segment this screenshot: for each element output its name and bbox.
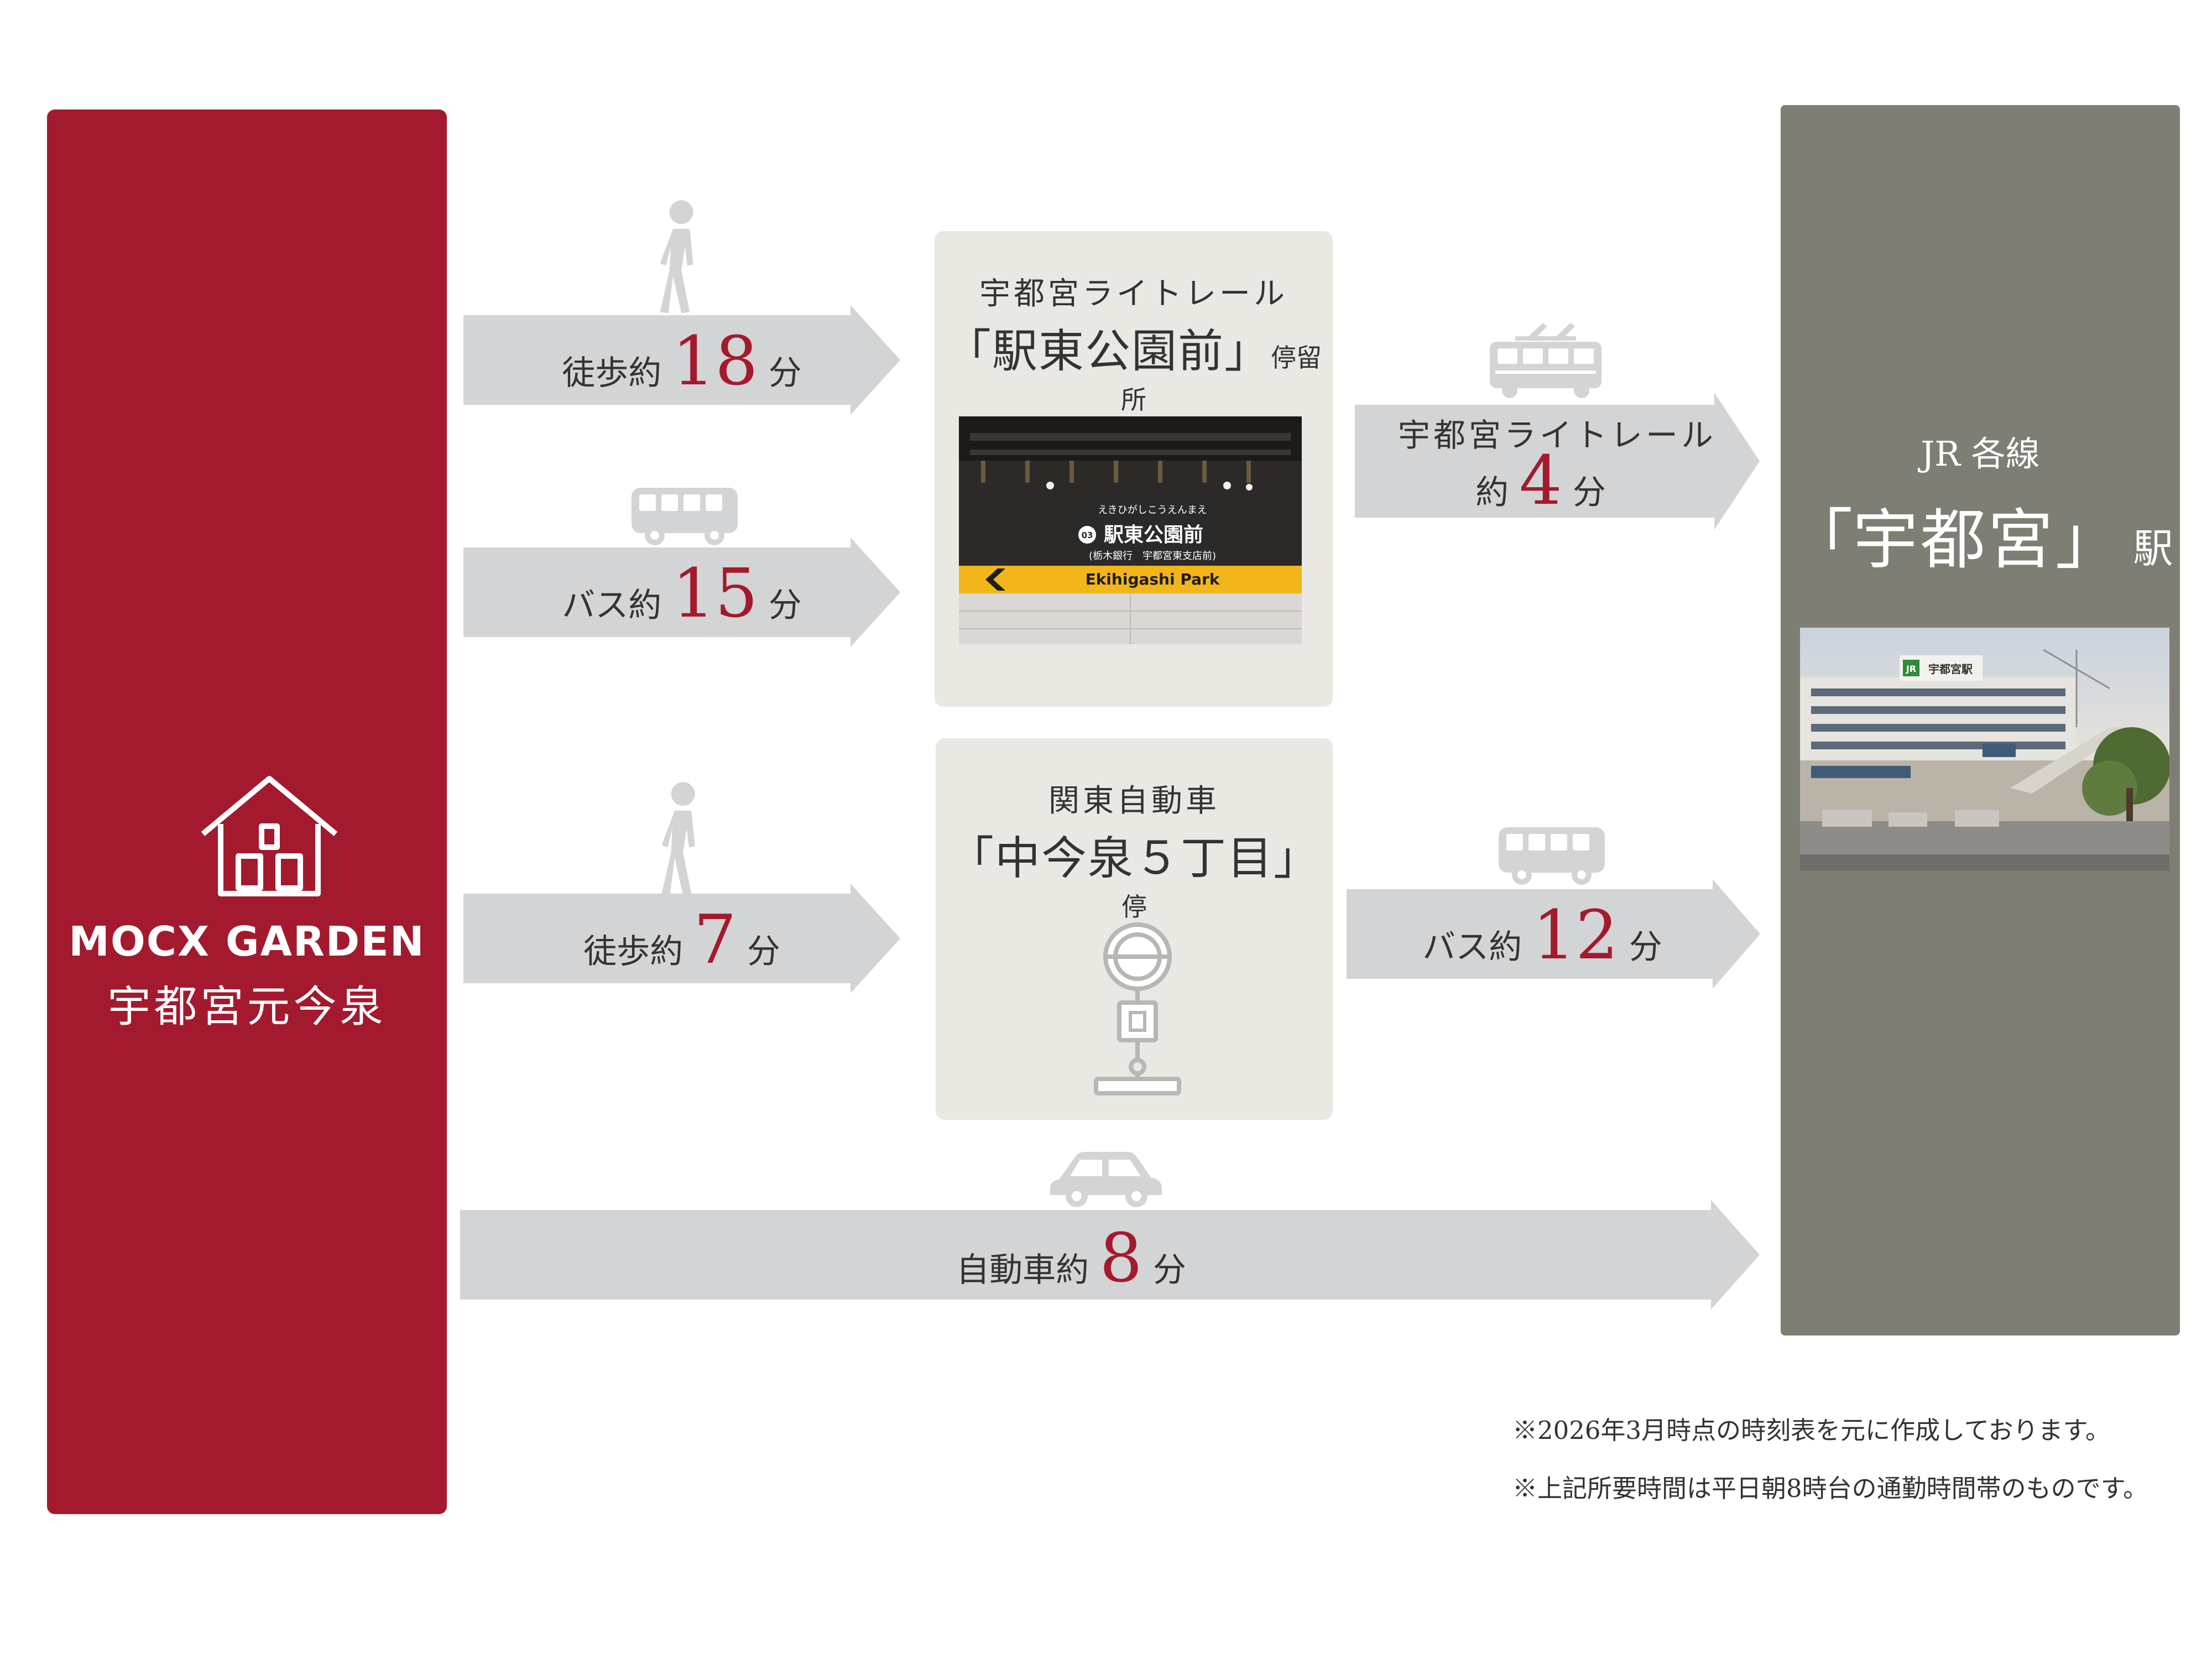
route-label: 自動車約 8 分: [421, 1219, 1721, 1297]
route-label: 約 4 分: [1338, 441, 1743, 520]
walking-person-icon: [650, 199, 711, 318]
tram-icon: [1488, 322, 1604, 399]
bracket-close: 」: [2055, 502, 2121, 578]
destination-name: 「宇都宮」 駅: [1781, 487, 2180, 581]
station-photo: JR 宇都宮駅: [1800, 628, 2169, 871]
tram-stop-title: 駅東公園前: [992, 325, 1224, 378]
bracket-close: 」: [1224, 325, 1271, 378]
tram-stop-box: 宇都宮ライトレール 「駅東公園前」停留所 えきひがしこうえ: [935, 231, 1333, 707]
route-unit: 分: [1572, 473, 1606, 512]
bracket-open: 「: [948, 832, 995, 885]
route-minutes: 7: [693, 900, 737, 979]
tram-operator: 宇都宮ライトレール: [979, 276, 1288, 312]
route-label: 徒歩約 18 分: [463, 322, 900, 400]
house-icon: [201, 776, 338, 896]
bracket-close: 」: [1274, 832, 1321, 885]
route-mode: 徒歩約: [562, 354, 662, 393]
origin-panel: MOCX GARDEN 宇都宮元今泉: [47, 109, 447, 1514]
bus-stop-box: 関東自動車 「中今泉５丁目」停: [936, 738, 1333, 1120]
route-mode: バス約: [562, 586, 662, 625]
tram-stop-name: 「駅東公園前」停留所: [935, 314, 1333, 416]
bracket-open: 「: [945, 325, 992, 378]
route-mode: 徒歩約: [583, 932, 684, 971]
route-minutes: 12: [1532, 896, 1619, 974]
bracket-open: 「: [1787, 502, 1853, 578]
bus-stop-title: 中今泉５丁目: [994, 832, 1274, 885]
tram-stop-photo: えきひがしこうえんまえ 03 駅東公園前 (栃木銀行 宇都宮東支店前) Ekih…: [959, 416, 1302, 644]
footnote: ※2026年3月時点の時刻表を元に作成しております。: [1512, 1416, 2110, 1445]
sign-number: 03: [1082, 530, 1093, 540]
tram-stop-suffix: 停留所: [1121, 343, 1322, 415]
route-unit: 分: [747, 932, 780, 971]
car-icon: [1048, 1147, 1164, 1208]
sign-subtitle: (栃木銀行 宇都宮東支店前): [1089, 550, 1216, 562]
bus-stop-name: 「中今泉５丁目」停: [936, 821, 1333, 924]
route-minutes: 15: [672, 554, 758, 633]
sign-roman: Ekihigashi Park: [1086, 570, 1220, 588]
svg-text:JR: JR: [1906, 664, 1916, 674]
destination-lines: JR 各線: [1921, 434, 2040, 474]
route-label: バス約 12 分: [1335, 896, 1749, 974]
route-mode: バス約: [1422, 928, 1522, 967]
bus-stop-suffix: 停: [1121, 892, 1147, 922]
bus-icon: [1496, 825, 1607, 886]
route-unit: 分: [1629, 928, 1662, 967]
route-mode: 宇都宮ライトレール: [1397, 416, 1717, 454]
route-label: 徒歩約 7 分: [463, 900, 900, 979]
route-mode: 自動車約: [956, 1251, 1089, 1290]
bus-operator: 関東自動車: [1048, 783, 1220, 819]
bus-stop-sign-icon: [1094, 922, 1181, 1095]
destination-panel: JR 各線 「宇都宮」 駅 JR 宇都宮駅: [1781, 105, 2180, 1335]
walking-person-icon: [651, 781, 712, 900]
destination-suffix: 駅: [2133, 525, 2173, 572]
route-unit: 分: [1152, 1251, 1186, 1290]
route-arrow-tram-to-station: 宇都宮ライトレール 約 4 分: [1355, 393, 1760, 530]
sign-name: 駅東公園前: [1104, 524, 1203, 546]
route-arrow-walk-to-tram: 徒歩約 18 分: [463, 305, 900, 415]
origin-name: 宇都宮元今泉: [107, 982, 387, 1032]
sign-kana: えきひがしこうえんまえ: [1098, 504, 1207, 516]
route-arrow-bus-to-station: バス約 12 分: [1347, 879, 1760, 989]
route-arrow-walk-to-bus-stop: 徒歩約 7 分: [463, 884, 900, 993]
footnote: ※上記所要時間は平日朝8時台の通勤時間帯のものです。: [1512, 1474, 2148, 1503]
route-arrow-car-to-station: 自動車約 8 分: [460, 1200, 1760, 1310]
route-arrow-bus-to-tram: バス約 15 分: [463, 538, 900, 647]
destination-title: 宇都宮: [1853, 502, 2056, 578]
route-unit: 分: [768, 354, 802, 393]
brand-logo-text: MOCX GARDEN: [69, 918, 425, 966]
route-label: バス約 15 分: [463, 554, 900, 633]
route-mode-line2: 約: [1475, 473, 1509, 512]
station-photo-sign: 宇都宮駅: [1928, 662, 1973, 676]
route-minutes: 4: [1519, 441, 1562, 520]
route-minutes: 8: [1099, 1219, 1142, 1297]
route-unit: 分: [768, 586, 802, 625]
route-minutes: 18: [672, 322, 758, 400]
